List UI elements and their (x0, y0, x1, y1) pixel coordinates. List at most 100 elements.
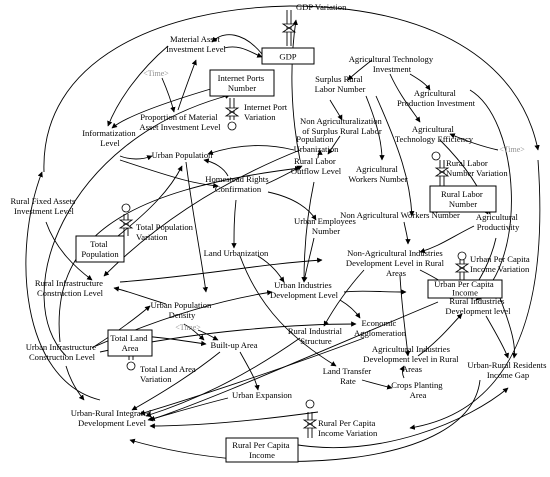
var-crops-planting-area: Crops Planting Area (391, 380, 444, 400)
var-non-agri-surplus: Non Agriculturalization of Surplus Rural… (300, 116, 384, 136)
link-density-built-up (183, 323, 205, 341)
pipe-gdp (286, 10, 292, 46)
var-informatization-level: Informatization Level (82, 128, 138, 148)
var-rural-labor-outflow: Rural Labor Outflow Level (291, 156, 342, 176)
stock-internet-ports: Internet Ports Number (218, 73, 267, 93)
link-gdp-variation-up (291, 19, 301, 161)
link-popurb-rural-infra (103, 149, 301, 277)
link-outflow-popurb (317, 149, 323, 159)
var-agri-productivity: Agricultural Productivity (476, 212, 520, 232)
time-variables: <Time> <Time> <Time> (143, 69, 525, 332)
var-non-agri-workers: Non Agricultural Workers Number (340, 210, 460, 220)
link-land-urb-urban-ind (257, 255, 285, 283)
link-urban-infra-big-arc (58, 165, 301, 343)
link-builtup-urban-expansion (239, 351, 260, 391)
valve-rural-income (302, 419, 318, 429)
causal-links (25, 5, 541, 462)
stock-total-population: Total Population (81, 239, 119, 259)
link-internet-informatization (111, 87, 215, 129)
stock-urban-per-capita-income-box (427, 279, 503, 299)
link-urban-income-gap (499, 297, 518, 359)
rates: GDP Variation Internet Port Variation Ru… (136, 2, 532, 438)
link-informatization-rural-infra (119, 159, 219, 189)
rate-urban-per-capita-income-variation: Urban Per Capita Income Variation (470, 254, 532, 274)
valve-internet (224, 107, 240, 117)
cloud-rural-labor (431, 151, 441, 161)
link-surplus-nonagri (329, 99, 343, 121)
var-urban-employees: Urban Employees Number (294, 216, 358, 236)
var-agri-workers: Agricultural Workers Number (348, 164, 407, 184)
link-transfer-crops (361, 379, 393, 390)
var-land-transfer-rate: Land Transfer Rate (323, 366, 374, 386)
link-builtup-integrated (131, 351, 221, 411)
var-built-up-area: Built-up Area (210, 340, 257, 350)
link-homestead-urbanpop (203, 158, 229, 177)
link-agritech-surplus (347, 59, 373, 81)
link-outer-left (25, 171, 101, 401)
stock-internet-ports-box (209, 69, 275, 97)
var-urban-rural-income-gap: Urban-Rural Residents Income Gap (467, 360, 548, 380)
time-label-bottom: <Time> (175, 323, 201, 332)
cloud-total-land (126, 361, 136, 371)
link-agritech-production (409, 73, 431, 91)
var-surplus-rural-labor: Surplus Rural Labor Number (315, 74, 366, 94)
cloud-internet (227, 121, 237, 131)
rate-internet-port-variation: Internet Port Variation (244, 102, 289, 122)
link-big-loop-left (43, 93, 231, 357)
link-time-builtup (197, 329, 219, 341)
link-urban-income-integrated (149, 301, 439, 422)
link-rural-income-gap (291, 387, 509, 448)
link-outer-bottom (129, 379, 481, 462)
var-material-asset-investment-level: Material Asset Investment Level (166, 34, 227, 54)
stocks: GDP Internet Ports Number Rural Labor Nu… (75, 47, 503, 463)
valve-rural-labor (434, 167, 450, 177)
link-popurb-urbanpop (207, 145, 295, 156)
link-agritech-efficiency (389, 73, 421, 123)
variables: Material Asset Investment Level Proporti… (10, 34, 548, 428)
link-density-rural-infra (113, 286, 167, 305)
link-agri-ind-rural-ind (417, 313, 463, 357)
link-gdp-material (211, 34, 263, 55)
link-outflow-urban-ind (301, 181, 315, 283)
stock-rural-per-capita-income-box (225, 437, 299, 463)
link-material-gdp (223, 46, 263, 58)
link-homestead-employees (267, 191, 317, 221)
link-rural-infra-nonagri (119, 257, 323, 283)
var-urban-infra: Urban Infrastructure Construction Level (26, 342, 99, 362)
link-rural-income-integrated (149, 411, 319, 429)
stock-total-land-area: Total Land Area (110, 333, 150, 353)
link-rural-ind-struct-integrated (145, 337, 301, 418)
link-crops-agri-ind (399, 365, 405, 379)
link-urban-ind-econ (339, 299, 361, 319)
link-homestead-land-urb (231, 199, 237, 249)
var-agri-tech-investment: Agricultural Technology Investment (349, 54, 436, 74)
link-urban-infra-density (91, 305, 151, 349)
var-urban-population-density: Urban Population Density (150, 300, 213, 320)
rate-rural-labor-number-variation: Rural Labor Number Variation (446, 158, 508, 178)
rate-gdp-variation: GDP Variation (296, 2, 347, 12)
stock-gdp-box (261, 47, 315, 65)
var-agri-industries-dev: Agricultural Industries Development leve… (363, 344, 460, 374)
var-rural-fixed-assets: Rural Fixed Assets Investment Level (10, 196, 77, 216)
link-nonagri-rural-ind-struct (323, 269, 365, 327)
var-rural-infra: Rural Infrastructure Construction Level (35, 278, 105, 298)
link-urban-infra-integrated (65, 365, 85, 401)
link-fixed-assets-rural-infra (45, 221, 93, 281)
var-population-urbanization: Population Urbanization (294, 134, 340, 154)
valve-gdp (281, 23, 297, 33)
cloud-total-pop (121, 203, 131, 213)
var-homestead-rights: Homestead Rights Confirmation (205, 174, 270, 194)
rate-total-population-variation: Total Population Variation (136, 222, 195, 242)
link-surplus-nonagriworkers (375, 95, 415, 217)
flow-sources (121, 121, 467, 409)
link-time-proportion (161, 77, 176, 113)
var-urban-industries-dev: Urban Industries Development Level (270, 280, 339, 300)
var-agri-production-investment: Agricultural Production Investment (397, 88, 476, 108)
var-rural-industries-dev: Rural Industries Development level (445, 296, 511, 316)
link-nonagri-agri-ind (399, 275, 411, 357)
stock-urban-per-capita-income: Urban Per Capita Income (434, 279, 496, 298)
link-urban-ind-rural-ind (343, 289, 407, 295)
cloud-rural-income (305, 399, 315, 409)
var-land-urbanization: Land Urbanization (204, 248, 269, 258)
var-rural-industrial-structure: Rural Industrial Structure (288, 326, 344, 346)
